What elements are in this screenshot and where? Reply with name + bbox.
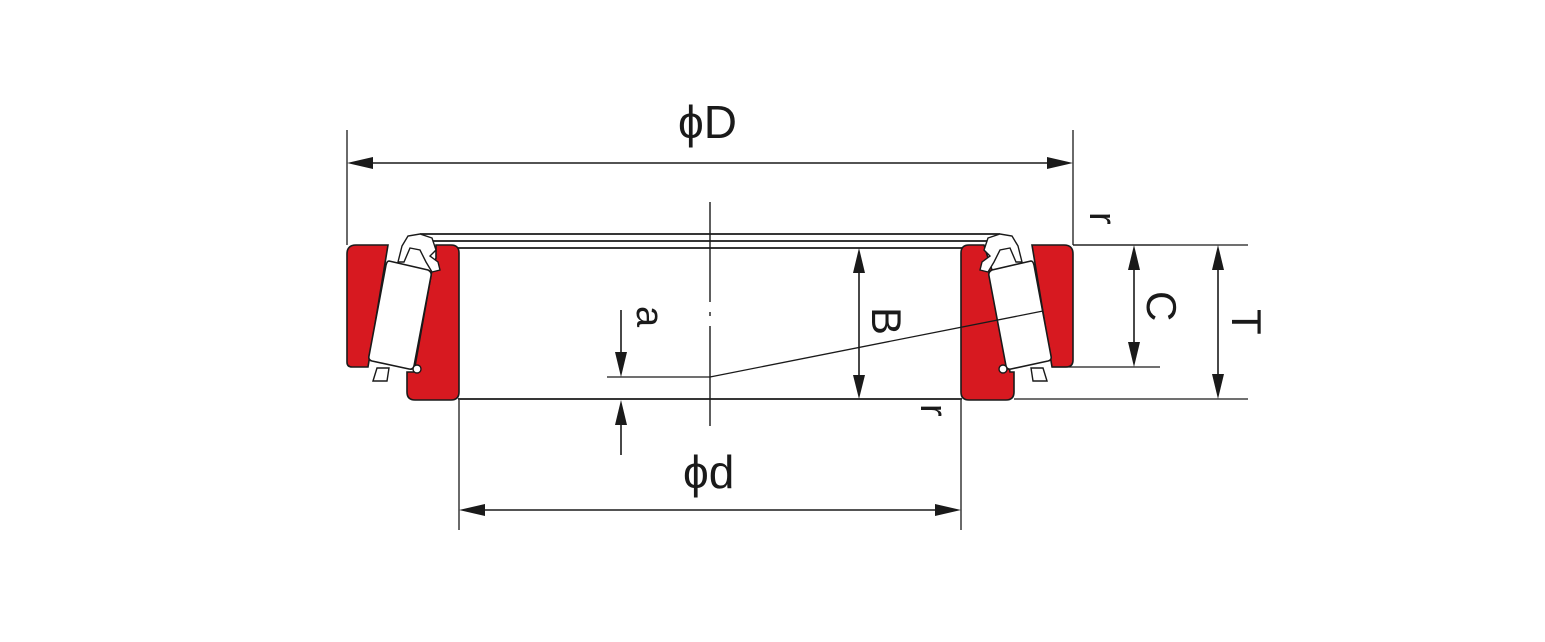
- width-T-label: T: [1223, 309, 1270, 335]
- left-roller: [368, 260, 432, 370]
- right-roller-pin: [998, 364, 1008, 374]
- radius-top-label: r: [1081, 212, 1123, 225]
- right-cross-section: [960, 233, 1074, 401]
- width-B-label: B: [863, 307, 910, 335]
- dimension-T: [1014, 244, 1248, 400]
- right-cage-bottom: [1030, 367, 1048, 382]
- offset-a-label: a: [628, 306, 670, 328]
- left-inner-ring: [406, 244, 460, 401]
- inner-diameter-label: ϕd: [683, 446, 734, 498]
- left-cage-bottom: [372, 367, 390, 382]
- outer-diameter-label: ϕD: [678, 96, 737, 148]
- pressure-line: [709, 310, 1044, 378]
- bearing-body-lines: [420, 233, 1000, 400]
- dimension-outer-diameter: [346, 130, 1074, 245]
- left-cross-section: [346, 233, 460, 401]
- width-C-label: C: [1138, 291, 1185, 321]
- dimension-B: [853, 248, 865, 399]
- left-cage: [397, 233, 441, 273]
- dimension-inner-diameter: [458, 400, 962, 530]
- right-cage: [979, 233, 1023, 273]
- radius-bottom-label: r: [912, 404, 954, 417]
- left-roller-pin: [412, 364, 422, 374]
- dimension-a: [607, 310, 710, 455]
- left-outer-ring: [346, 244, 389, 368]
